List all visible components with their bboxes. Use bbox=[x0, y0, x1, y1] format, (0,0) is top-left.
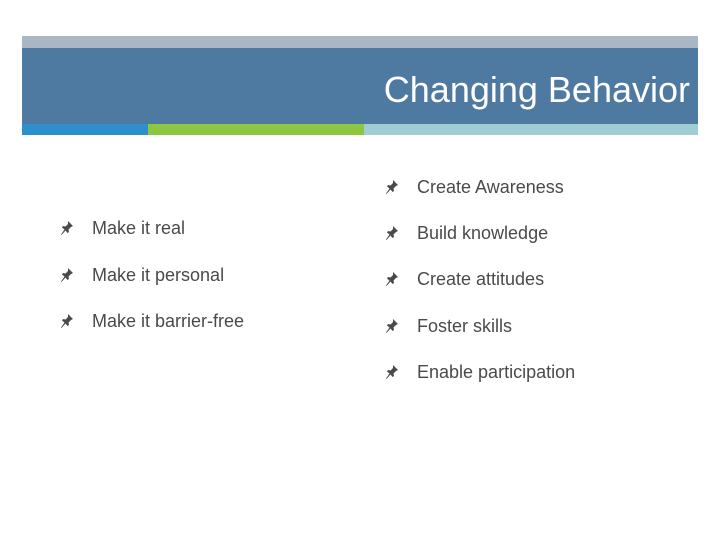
right-list-item-label: Foster skills bbox=[417, 316, 513, 336]
pushpin-icon bbox=[61, 314, 73, 328]
left-list-item-label: Make it personal bbox=[92, 265, 225, 285]
accent-segment-blue bbox=[22, 124, 148, 135]
left-list-item: Make it barrier-free bbox=[60, 310, 244, 332]
left-list-item: Make it personal bbox=[60, 264, 224, 286]
right-list-item-label: Build knowledge bbox=[417, 223, 549, 243]
title-band: Changing Behavior bbox=[22, 48, 698, 124]
accent-segment-teal bbox=[364, 124, 698, 135]
right-list-item: Create Awareness bbox=[385, 176, 564, 198]
right-list-item: Build knowledge bbox=[385, 222, 548, 244]
pushpin-icon bbox=[386, 319, 398, 333]
left-list-item-label: Make it barrier-free bbox=[92, 311, 245, 331]
left-list-item-label: Make it real bbox=[92, 218, 186, 238]
slide-title: Changing Behavior bbox=[383, 69, 690, 110]
pushpin-icon bbox=[386, 226, 398, 240]
right-list-item: Create attitudes bbox=[385, 268, 544, 290]
right-list-item-label: Enable participation bbox=[417, 362, 576, 382]
title-top-strip bbox=[22, 36, 698, 48]
right-list-item: Foster skills bbox=[385, 315, 512, 337]
left-list-item: Make it real bbox=[60, 217, 185, 239]
pushpin-icon bbox=[61, 221, 73, 235]
right-list-item: Enable participation bbox=[385, 361, 575, 383]
accent-segment-green bbox=[148, 124, 364, 135]
right-list-item-label: Create Awareness bbox=[417, 177, 564, 197]
pushpin-icon bbox=[61, 268, 73, 282]
accent-bar bbox=[22, 124, 698, 135]
pushpin-icon bbox=[386, 180, 398, 194]
right-list-item-label: Create attitudes bbox=[417, 269, 545, 289]
pushpin-icon bbox=[386, 272, 398, 286]
pushpin-icon bbox=[386, 365, 398, 379]
